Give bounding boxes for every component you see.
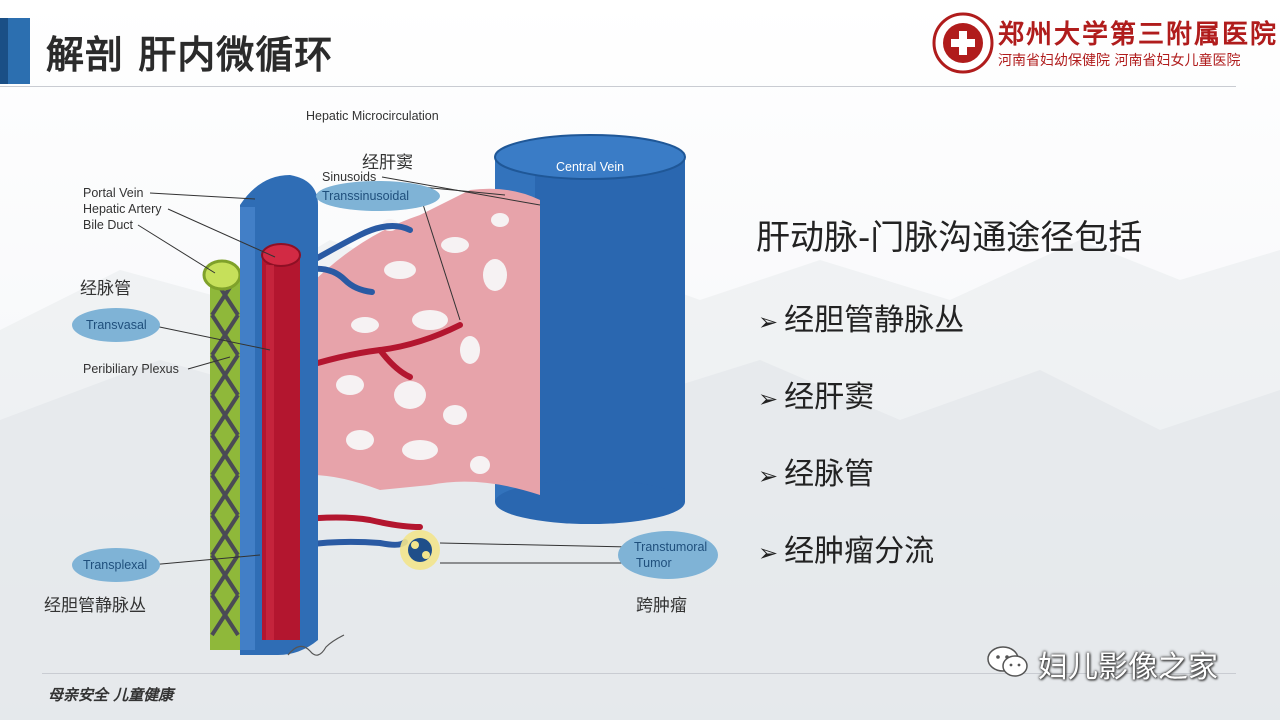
hospital-subtitle: 河南省妇幼保健院 河南省妇女儿童医院 (998, 53, 1241, 69)
bullet-item: ➢经肝窦 (758, 372, 874, 416)
bullet-arrow-icon: ➢ (758, 539, 779, 567)
bubble-transsinusoidal-text: Transsinusoidal (322, 189, 409, 203)
leader-lines (137, 176, 631, 566)
label-bile-duct: Bile Duct (83, 218, 134, 232)
bubble-transtumoral: Transtumoral Tumor (618, 531, 718, 579)
label-sinusoids: Sinusoids (322, 170, 376, 184)
arterial-branches (292, 322, 463, 530)
cn-label-plexal: 经胆管静脉丛 (44, 596, 146, 616)
footer-slogan: 母亲安全 儿童健康 (48, 686, 174, 704)
bullet-text: 经肝窦 (784, 380, 875, 415)
artist-signature (287, 634, 345, 656)
portal-venule-branches (302, 223, 413, 548)
watermark-text: 妇儿影像之家 (1038, 650, 1218, 685)
bubble-transtumoral-text: Transtumoral (634, 540, 707, 554)
wechat-icon (987, 646, 1028, 677)
label-central-vein: Central Vein (556, 160, 624, 174)
bullet-item: ➢经脉管 (758, 449, 874, 493)
diagram-title: Hepatic Microcirculation (306, 109, 439, 123)
bubble-transplexal-text: Transplexal (83, 558, 147, 572)
bullet-text: 经胆管静脉丛 (784, 303, 965, 338)
hospital-name: 郑州大学第三附属医院 (998, 20, 1279, 50)
hospital-seal-icon (932, 12, 994, 74)
slide-title: 解剖 肝内微循环 (46, 33, 334, 77)
bullet-arrow-icon: ➢ (758, 385, 779, 413)
label-peribiliary-plexus: Peribiliary Plexus (83, 362, 179, 376)
tumor (400, 530, 440, 570)
bile-duct-column (202, 259, 242, 650)
header-divider (0, 86, 1236, 87)
cn-label-sinus: 经肝窦 (362, 153, 413, 173)
bullet-arrow-icon: ➢ (758, 308, 779, 336)
hospital-logo: 郑州大学第三附属医院 河南省妇幼保健院 河南省妇女儿童医院 (932, 12, 1276, 78)
bullet-item: ➢经胆管静脉丛 (758, 295, 964, 339)
cn-label-vasal: 经脉管 (80, 279, 131, 299)
bubble-transsinusoidal: Transsinusoidal (316, 181, 440, 211)
wechat-watermark: 妇儿影像之家 (986, 640, 1246, 685)
bullet-text: 经脉管 (784, 457, 875, 492)
bubble-transplexal: Transplexal (72, 548, 160, 582)
hepatic-artery (261, 243, 301, 640)
pathway-heading: 肝动脉-门脉沟通途径包括 (756, 218, 1143, 258)
hepatic-microcirculation-diagram: Hepatic Microcirculation Central Vein (44, 109, 718, 656)
title-accent-bar-dark (0, 18, 8, 84)
footer-divider (42, 673, 1236, 674)
bullet-arrow-icon: ➢ (758, 462, 779, 490)
bullet-item: ➢经肿瘤分流 (758, 526, 934, 570)
cn-label-tumoral: 跨肿瘤 (636, 596, 687, 616)
label-hepatic-artery: Hepatic Artery (83, 202, 162, 216)
bubble-tumor-text: Tumor (636, 556, 672, 570)
label-portal-vein: Portal Vein (83, 186, 144, 200)
bullet-text: 经肿瘤分流 (784, 534, 935, 569)
bubble-transvasal: Transvasal (72, 308, 160, 342)
bubble-transvasal-text: Transvasal (86, 318, 147, 332)
